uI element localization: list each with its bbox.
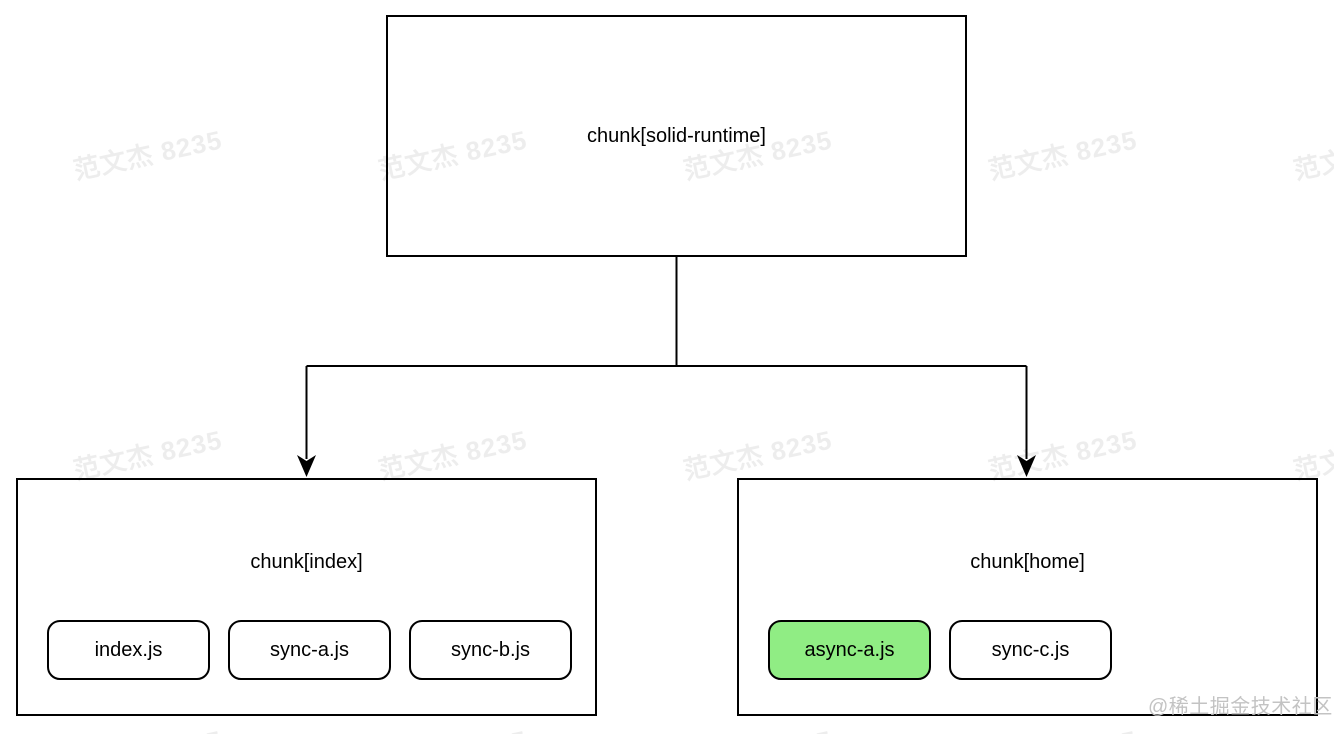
module-list-home: async-a.js sync-c.js xyxy=(768,620,1112,680)
arrowhead-right xyxy=(1017,455,1036,477)
module-pill-sync-c-js: sync-c.js xyxy=(949,620,1112,680)
chunk-title-index: chunk[index] xyxy=(250,551,363,573)
module-pill-sync-a-js: sync-a.js xyxy=(228,620,391,680)
chunk-title-solid-runtime: chunk[solid-runtime] xyxy=(587,125,766,147)
module-pill-index-js: index.js xyxy=(47,620,210,680)
module-pill-sync-b-js: sync-b.js xyxy=(409,620,572,680)
chunk-box-index: chunk[index] index.js sync-a.js sync-b.j… xyxy=(16,478,597,716)
chunk-title-home: chunk[home] xyxy=(970,551,1085,573)
chunk-box-home: chunk[home] async-a.js sync-c.js xyxy=(737,478,1318,716)
chunk-box-solid-runtime: chunk[solid-runtime] xyxy=(386,15,967,257)
arrowhead-left xyxy=(297,455,316,477)
module-pill-async-a-js-highlighted: async-a.js xyxy=(768,620,931,680)
module-list-index: index.js sync-a.js sync-b.js xyxy=(47,620,572,680)
